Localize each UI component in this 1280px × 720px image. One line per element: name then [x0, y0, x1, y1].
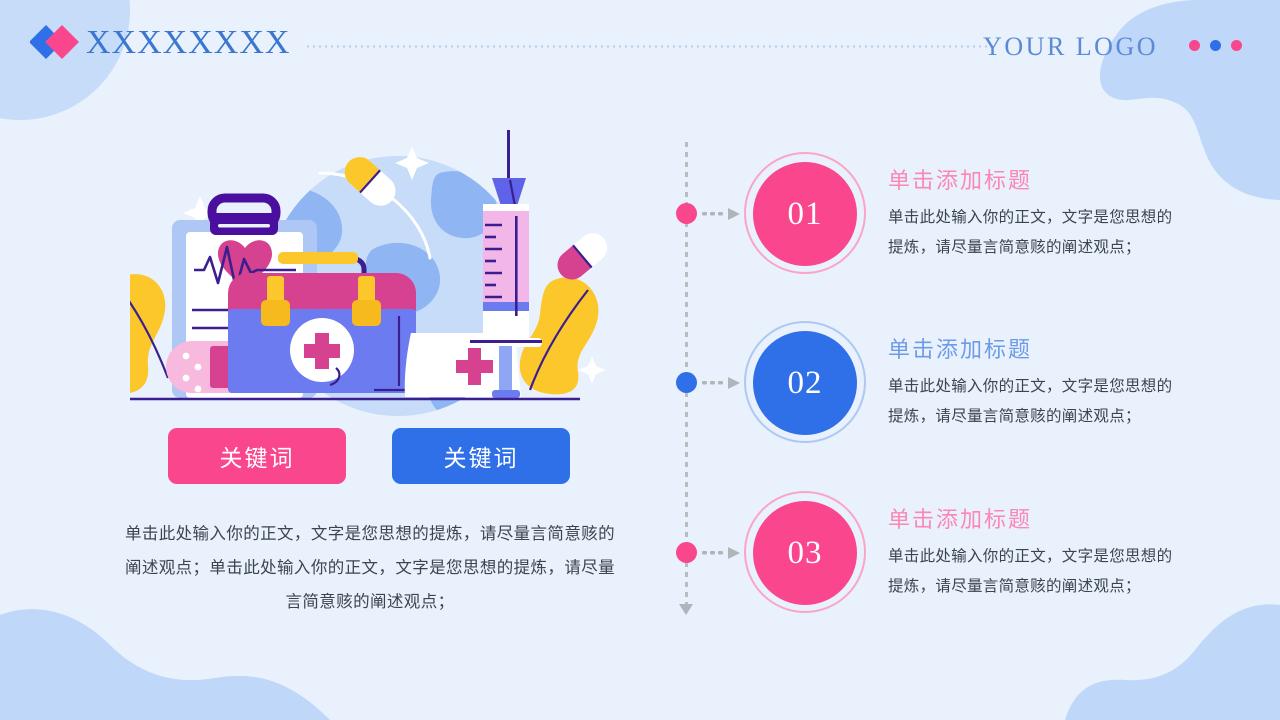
timeline-title-03: 单击添加标题 — [888, 507, 1033, 532]
timeline-column: 01 单击添加标题 单击此处输入你的正文，文字是您思想的提炼，请尽量言简意赅的阐… — [640, 110, 1280, 670]
keyword-buttons-row: 关键词 关键词 — [168, 428, 570, 484]
timeline-ring-03 — [744, 491, 866, 613]
timeline-item-01[interactable]: 01 单击添加标题 单击此处输入你的正文，文字是您思想的提炼，请尽量言简意赅的阐… — [640, 152, 1280, 312]
medical-kit-illustration — [130, 128, 630, 418]
timeline-item-02[interactable]: 02 单击添加标题 单击此处输入你的正文，文字是您思想的提炼，请尽量言简意赅的阐… — [640, 321, 1280, 481]
timeline-title-01: 单击添加标题 — [888, 168, 1033, 193]
left-body-text: 单击此处输入你的正文，文字是您思想的提炼，请尽量言简意赅的阐述观点；单击此处输入… — [124, 525, 616, 611]
brand-title: XXXXXXXX — [86, 24, 291, 61]
timeline-number-01: 01 — [753, 162, 857, 266]
dotted-line-divider — [305, 45, 993, 48]
keyword-button-blue[interactable]: 关键词 — [392, 428, 570, 484]
timeline-text-02: 单击添加标题 单击此处输入你的正文，文字是您思想的提炼，请尽量言简意赅的阐述观点… — [888, 332, 1178, 432]
timeline-item-03[interactable]: 03 单击添加标题 单击此处输入你的正文，文字是您思想的提炼，请尽量言简意赅的阐… — [640, 491, 1280, 651]
timeline-ring-02 — [744, 321, 866, 443]
timeline-desc-03: 单击此处输入你的正文，文字是您思想的提炼，请尽量言简意赅的阐述观点； — [888, 548, 1173, 596]
timeline-dot-01 — [676, 203, 697, 224]
timeline-arrow-right-icon-03 — [702, 546, 744, 559]
timeline-desc-01: 单击此处输入你的正文，文字是您思想的提炼，请尽量言简意赅的阐述观点； — [888, 209, 1173, 257]
logo-dot-blue — [1210, 40, 1221, 51]
your-logo-text: YOUR LOGO — [983, 32, 1158, 61]
left-content-column: 关键词 关键词 单击此处输入你的正文，文字是您思想的提炼，请尽量言简意赅的阐述观… — [0, 110, 640, 670]
timeline-dot-02 — [676, 372, 697, 393]
logo-dots-group — [1189, 40, 1242, 51]
timeline-text-03: 单击添加标题 单击此处输入你的正文，文字是您思想的提炼，请尽量言简意赅的阐述观点… — [888, 502, 1178, 602]
logo-dot-pink-2 — [1231, 40, 1242, 51]
timeline-title-02: 单击添加标题 — [888, 337, 1033, 362]
logo-dot-pink — [1189, 40, 1200, 51]
timeline-ring-01 — [744, 152, 866, 274]
page-header: XXXXXXXX YOUR LOGO — [0, 0, 1280, 95]
timeline-number-02: 02 — [753, 331, 857, 435]
timeline-desc-02: 单击此处输入你的正文，文字是您思想的提炼，请尽量言简意赅的阐述观点； — [888, 378, 1173, 426]
timeline-text-01: 单击添加标题 单击此处输入你的正文，文字是您思想的提炼，请尽量言简意赅的阐述观点… — [888, 163, 1178, 263]
timeline-dot-03 — [676, 542, 697, 563]
keyword-button-pink[interactable]: 关键词 — [168, 428, 346, 484]
double-diamond-icon — [29, 24, 88, 70]
timeline-arrow-down-icon — [679, 604, 693, 615]
timeline-arrow-right-icon-02 — [702, 376, 744, 389]
timeline-arrow-right-icon-01 — [702, 207, 744, 220]
timeline-number-03: 03 — [753, 501, 857, 605]
